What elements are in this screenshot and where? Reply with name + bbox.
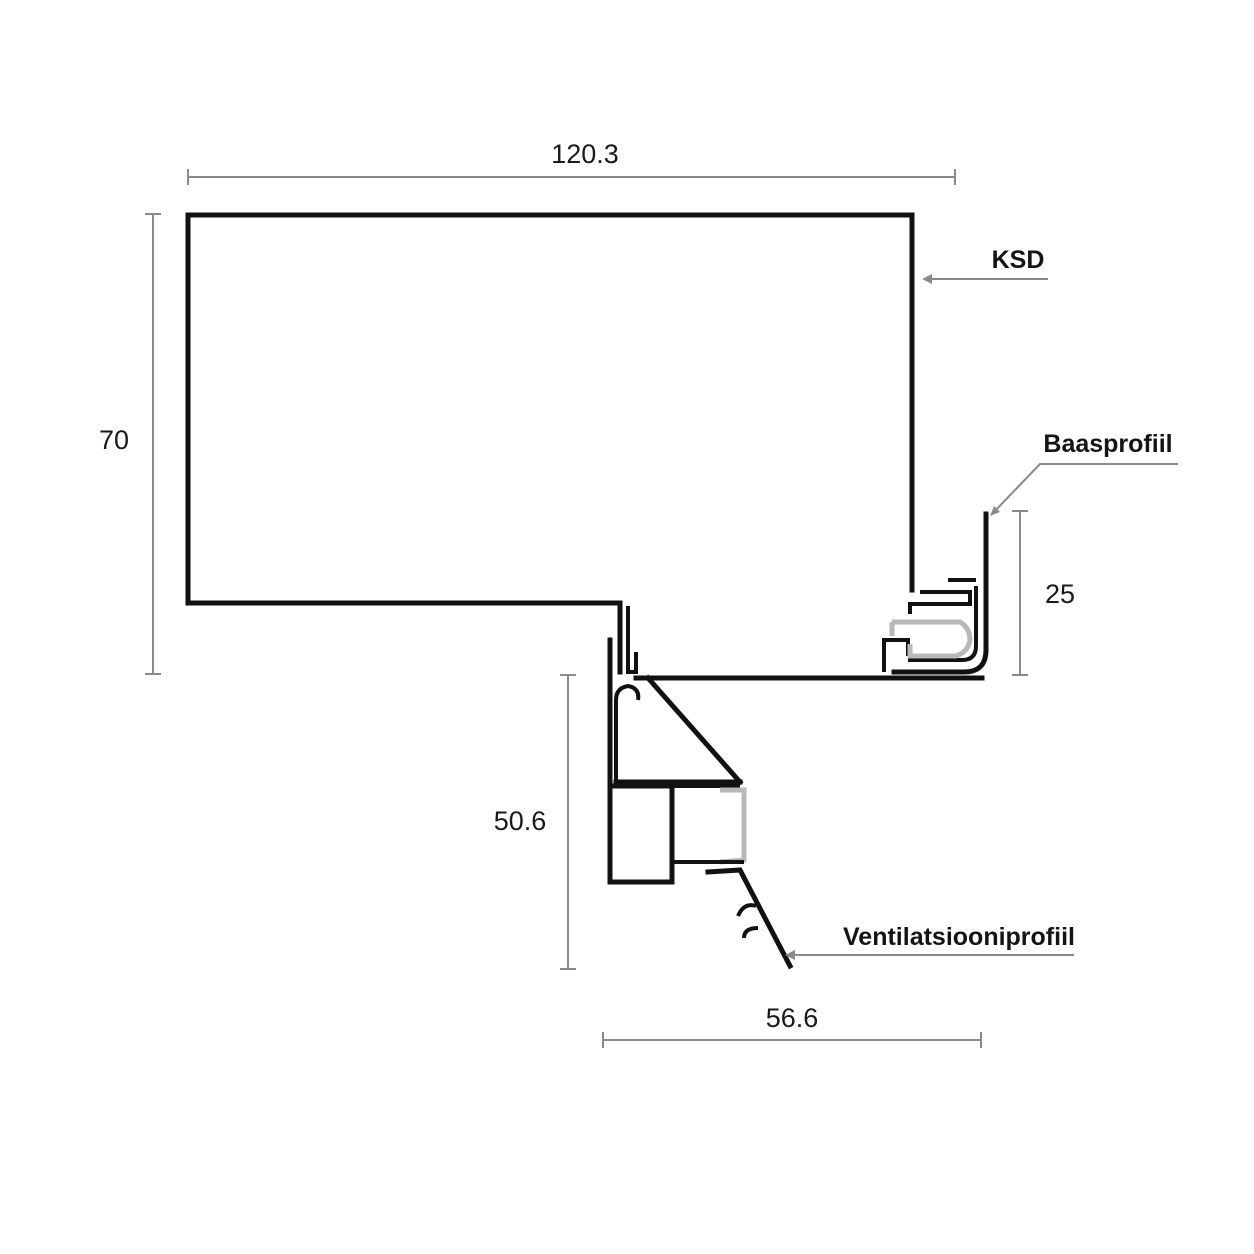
label-ventilatsiooniprofiil: Ventilatsiooniprofiil [785, 923, 1075, 960]
dimension-left-height-value: 70 [99, 425, 129, 455]
dimension-bottom-width: 56.6 [602, 1003, 982, 1048]
label-ventilatsiooniprofiil-text: Ventilatsiooniprofiil [843, 923, 1075, 951]
label-ksd-text: KSD [992, 246, 1045, 274]
dimension-base-height: 25 [1012, 510, 1075, 676]
dimension-bottom-width-value: 56.6 [766, 1003, 819, 1033]
dimension-left-height: 70 [99, 213, 161, 675]
base-profile [882, 511, 989, 675]
label-baasprofiil-text: Baasprofiil [1043, 430, 1172, 458]
dimension-vent-height-value: 50.6 [494, 806, 547, 836]
arrow-head-icon [922, 274, 932, 284]
ksd-profile [185, 212, 985, 681]
label-baasprofiil: Baasprofiil [990, 430, 1178, 516]
label-ksd: KSD [922, 246, 1048, 284]
arrow-head-icon [785, 950, 795, 960]
dimension-top-width-value: 120.3 [551, 139, 619, 169]
arrow-head-icon [990, 506, 1000, 516]
vent-profile [607, 637, 794, 970]
dimension-top-width: 120.3 [187, 139, 956, 185]
dimension-base-height-value: 25 [1045, 579, 1075, 609]
dimension-vent-height: 50.6 [494, 674, 576, 970]
